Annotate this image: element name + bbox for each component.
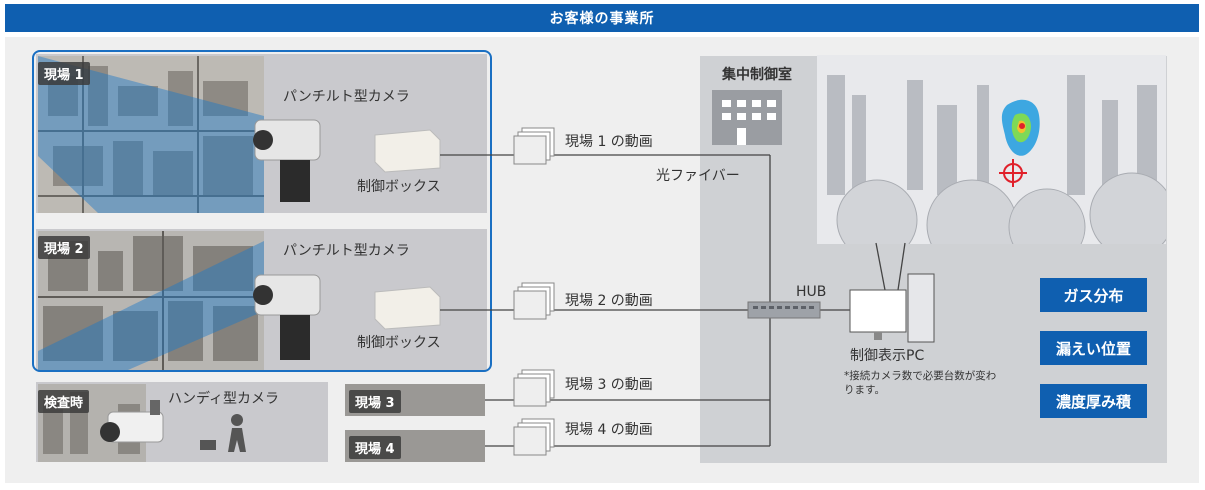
video-icon-2	[513, 282, 555, 320]
header-title: お客様の事業所	[549, 11, 655, 27]
gas-distribution-badge: ガス分布	[1040, 278, 1147, 312]
site-3-video-label: 現場 3 の動画	[565, 377, 653, 393]
site-4-tag: 現場 4	[349, 436, 401, 459]
control-box-icon-1	[374, 129, 441, 173]
hub-icon	[747, 301, 821, 319]
pc-label: 制御表示PC	[850, 348, 925, 364]
plant-thermal-view	[817, 55, 1166, 244]
gas-monitor-image	[817, 55, 1166, 244]
hub-label: HUB	[796, 284, 827, 300]
pc-note: *接続カメラ数で必要台数が変わります。	[844, 370, 997, 396]
pc-icon	[849, 273, 935, 343]
site-2-video-label: 現場 2 の動画	[565, 293, 653, 309]
video-icon-4	[513, 418, 555, 456]
building-icon	[712, 90, 782, 145]
pan-tilt-camera-icon-2	[253, 274, 321, 360]
site-4-video-label: 現場 4 の動画	[565, 422, 653, 438]
site-2-photo	[38, 231, 264, 370]
site-1-video-label: 現場 1 の動画	[565, 134, 653, 150]
site-1-box-label: 制御ボックス	[357, 179, 441, 195]
inspection-tag: 検査時	[38, 390, 90, 413]
site-1-camera-label: パンチルト型カメラ	[283, 89, 410, 105]
site-3-tag: 現場 3	[349, 390, 401, 413]
site-2-camera-label: パンチルト型カメラ	[283, 243, 410, 259]
control-room-title: 集中制御室	[722, 67, 792, 83]
fiber-label: 光ファイバー	[656, 168, 740, 184]
inspector-icon	[200, 414, 246, 452]
site-2-tag: 現場 2	[38, 236, 90, 259]
site-2-box-label: 制御ボックス	[357, 335, 441, 351]
plant-photo-1	[38, 56, 264, 213]
gas-distribution-label: ガス分布	[1063, 286, 1124, 305]
video-icon-1	[513, 127, 555, 165]
header-bar: お客様の事業所	[5, 4, 1199, 32]
concentration-thickness-label: 濃度厚み積	[1055, 392, 1131, 411]
control-box-icon-2	[374, 286, 441, 330]
site-1-tag: 現場 1	[38, 62, 90, 85]
handy-camera-icon	[100, 400, 164, 443]
handy-camera-label: ハンディ型カメラ	[168, 391, 280, 407]
pan-tilt-camera-icon-1	[253, 119, 321, 202]
site-1-photo	[38, 56, 264, 213]
video-icon-3	[513, 369, 555, 407]
leak-position-badge: 漏えい位置	[1040, 331, 1147, 365]
leak-position-label: 漏えい位置	[1055, 339, 1131, 358]
pan-tilt-sites-frame	[32, 50, 492, 372]
concentration-thickness-badge: 濃度厚み積	[1040, 384, 1147, 418]
plant-photo-2	[38, 231, 264, 370]
